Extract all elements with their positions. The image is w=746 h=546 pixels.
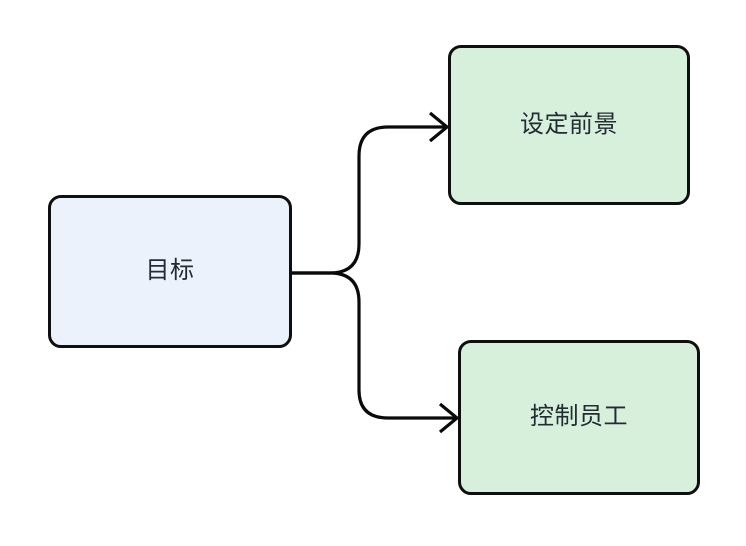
node-vision-label: 设定前景 [520,110,618,138]
node-control[interactable]: 控制员工 [458,340,700,495]
node-goal[interactable]: 目标 [48,195,292,348]
node-vision[interactable]: 设定前景 [448,45,690,205]
node-control-label: 控制员工 [530,403,628,431]
node-goal-label: 目标 [145,257,195,285]
arrowhead-control-icon [438,402,460,434]
arrowhead-vision-icon [428,111,450,143]
edge-goal-to-vision [292,125,445,275]
edge-goal-to-control [292,271,455,420]
